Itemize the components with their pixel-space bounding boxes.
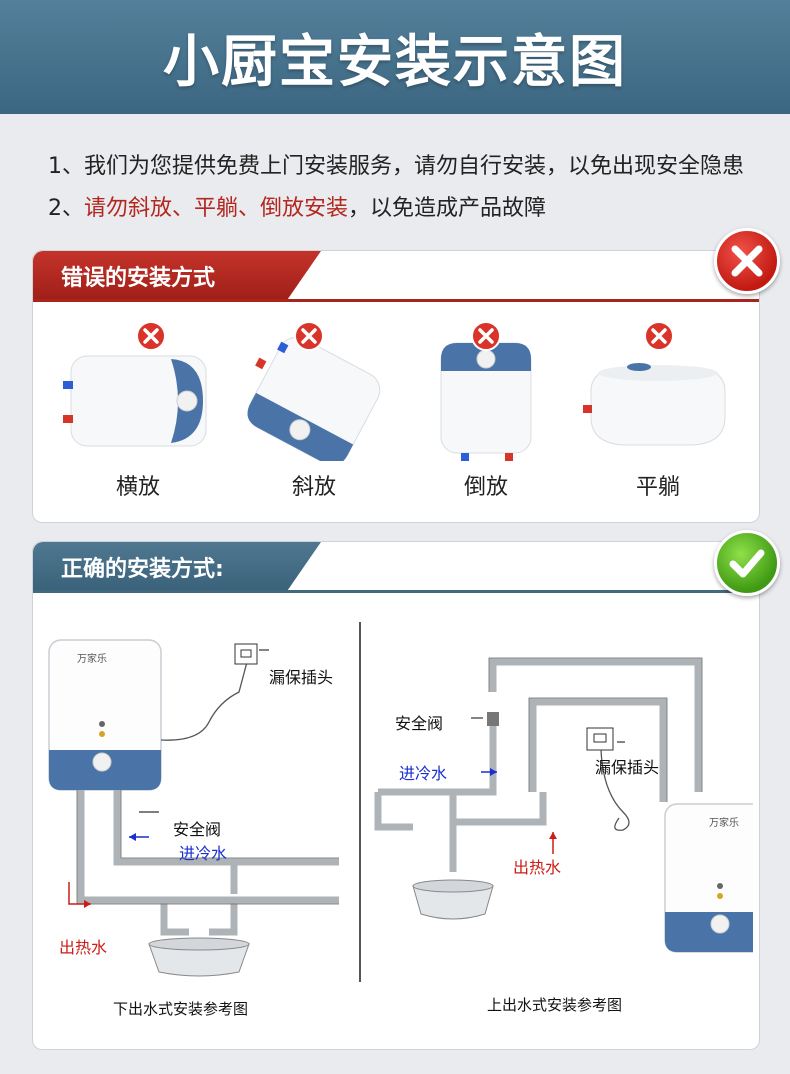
diagram-divider	[359, 622, 361, 982]
wrong-item-tilted: 斜放	[229, 321, 399, 511]
top-leakage-plug-label: 漏保插头	[595, 758, 660, 777]
note-line-1: 1、我们为您提供免费上门安装服务，请勿自行安装，以免出现安全隐患	[48, 154, 744, 179]
water-heater-bottom: 万家乐	[48, 639, 162, 791]
right-heading-underline	[33, 590, 759, 593]
bottom-hot-out-label: 出热水	[59, 938, 108, 957]
tilted-heater-illustration	[247, 321, 381, 461]
top-outlet-caption: 上出水式安装参考图	[487, 996, 623, 1014]
wrong-item-horizontal: 横放	[53, 321, 223, 511]
note-line-2-prefix: 2、	[48, 196, 84, 221]
x-mark-icon	[294, 321, 324, 351]
bottom-outlet-caption: 下出水式安装参考图	[113, 1000, 249, 1018]
top-outlet-diagram: 万家乐	[374, 657, 753, 953]
top-hot-out-label: 出热水	[513, 858, 562, 877]
horizontal-heater-illustration	[63, 321, 207, 447]
right-install-heading: 正确的安装方式:	[33, 542, 321, 592]
heater-brand: 万家乐	[709, 816, 739, 829]
note-line-2-suffix: ，以免造成产品故障	[348, 196, 547, 221]
wrong-heading-underline	[33, 299, 759, 302]
wrong-item-upside-down: 倒放	[401, 321, 571, 511]
right-install-panel: 正确的安装方式: 万家乐	[32, 541, 760, 1050]
bottom-cold-in-label: 进冷水	[179, 844, 228, 863]
wrong-item-label: 平躺	[635, 475, 680, 500]
right-badge	[714, 530, 780, 596]
bottom-outlet-diagram: 万家乐	[48, 639, 339, 977]
heater-brand: 万家乐	[77, 652, 107, 665]
wrong-item-lying-flat: 平躺	[573, 321, 743, 511]
top-safety-valve-label: 安全阀	[395, 714, 444, 733]
bottom-leakage-plug-label: 漏保插头	[269, 668, 334, 687]
upside-down-heater-illustration	[440, 321, 532, 461]
wrong-install-heading: 错误的安装方式	[33, 251, 321, 301]
wrong-badge	[714, 228, 780, 294]
wrong-item-label: 倒放	[463, 475, 508, 500]
note-line-2: 2、请勿斜放、平躺、倒放安装，以免造成产品故障	[48, 192, 768, 234]
page-title: 小厨宝安装示意图	[163, 29, 627, 95]
check-mark-icon	[729, 549, 765, 578]
title-banner: 小厨宝安装示意图	[0, 0, 790, 114]
wrong-item-label: 斜放	[291, 475, 336, 500]
x-mark-icon	[644, 321, 674, 351]
x-mark-icon	[731, 245, 763, 277]
top-cold-in-label: 进冷水	[399, 764, 448, 783]
water-heater-top: 万家乐	[664, 803, 753, 953]
wrong-install-items: 横放 斜放	[33, 321, 759, 511]
wrong-item-label: 横放	[115, 475, 160, 500]
wrong-install-panel: 错误的安装方式 横放	[32, 250, 760, 523]
lying-flat-heater-illustration	[583, 321, 726, 446]
bottom-safety-valve-label: 安全阀	[173, 820, 222, 839]
note-line-2-warning: 请勿斜放、平躺、倒放安装	[84, 196, 349, 221]
install-notes: 1、我们为您提供免费上门安装服务，请勿自行安装，以免出现安全隐患 2、请勿斜放、…	[48, 150, 768, 234]
x-mark-icon	[136, 321, 166, 351]
x-mark-icon	[471, 321, 501, 351]
